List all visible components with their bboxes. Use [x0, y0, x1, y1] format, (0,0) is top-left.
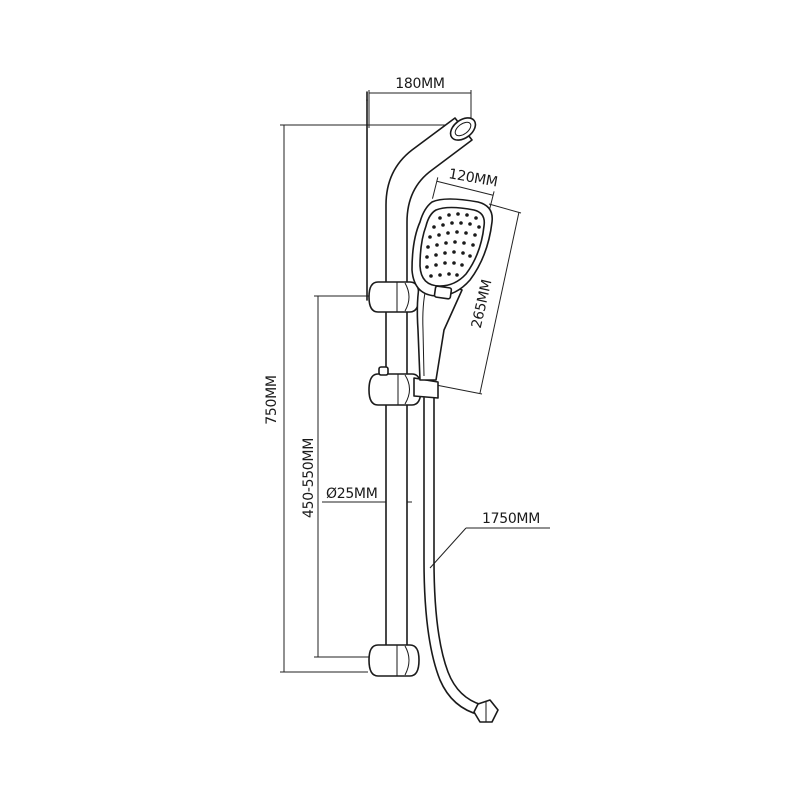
spray-nozzles — [425, 212, 481, 278]
label-head-length: 265MM — [469, 278, 496, 330]
label-total-height: 750MM — [264, 375, 280, 424]
dim-top-width — [368, 90, 472, 128]
label-top-width: 180MM — [395, 76, 444, 92]
dim-hose-length — [429, 527, 550, 569]
dim-total-height — [280, 124, 452, 673]
hand-shower[interactable] — [411, 198, 494, 381]
slider-holder[interactable] — [368, 366, 439, 406]
label-adjust-range: 450-550MM — [301, 438, 317, 518]
slide-rail — [385, 287, 408, 664]
dim-head-length — [435, 203, 522, 395]
label-rail-diameter: Ø25MM — [326, 486, 378, 502]
dim-adjust-range — [314, 295, 373, 658]
label-head-width: 120MM — [447, 166, 498, 190]
shower-hose — [423, 397, 499, 723]
bottom-wall-bracket — [368, 644, 420, 677]
upper-arm — [366, 91, 477, 301]
label-hose-length: 1750MM — [482, 511, 540, 527]
spray-mode-button[interactable] — [433, 285, 453, 300]
top-wall-bracket — [368, 281, 420, 313]
